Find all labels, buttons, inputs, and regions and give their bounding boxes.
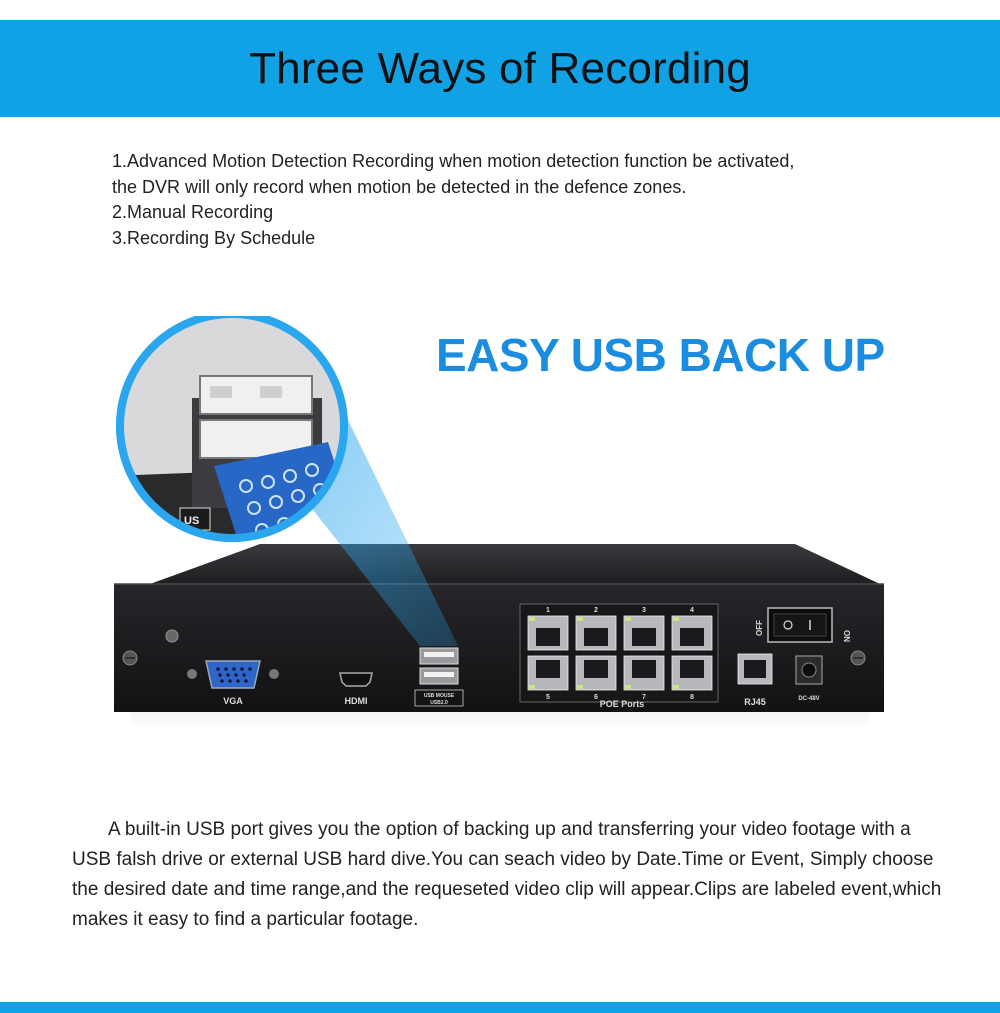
zoom-beam (310, 416, 458, 646)
port-number: 4 (690, 607, 694, 614)
port-number: 1 (546, 607, 550, 614)
poe-label: POE Ports (600, 699, 645, 709)
rj45-label: RJ45 (744, 697, 766, 707)
nvr-product-image: VGA HDMI USB MOUSE USB2.0 1 2 3 (114, 316, 884, 736)
feature-line-3: 2.Manual Recording (112, 202, 274, 222)
screw-icon (122, 650, 138, 666)
usb-backup-headline: EASY USB BACK UP (436, 329, 885, 381)
nvr-front-panel (114, 583, 884, 736)
feature-line-2: the DVR will only record when motion be … (112, 176, 687, 197)
port-number: 2 (594, 607, 598, 614)
usb-backup-description: A built-in USB port gives you the option… (72, 815, 952, 935)
zoom-usb-label: US (184, 515, 199, 527)
vga-label: VGA (223, 696, 243, 706)
port-number: 5 (546, 694, 550, 701)
port-led-icons (529, 617, 679, 689)
rj45-port (737, 653, 773, 685)
usb-port-stack (419, 647, 459, 685)
port-number: 3 (642, 607, 646, 614)
dc-label: DC-48V (798, 696, 819, 702)
power-switch (767, 607, 833, 643)
port-number: 6 (594, 694, 598, 701)
description-paragraph: A built-in USB port gives you the option… (72, 819, 942, 930)
usb-version-label: USB2.0 (430, 700, 448, 706)
vga-port (187, 660, 279, 689)
footer-accent-bar (0, 1002, 1000, 1013)
nvr-top-face (150, 544, 880, 584)
recording-features-list: 1.Advanced Motion Detection Recording wh… (112, 149, 932, 251)
page-title: Three Ways of Recording (249, 43, 751, 93)
off-label: OFF (755, 620, 764, 636)
hdmi-label: HDMI (345, 696, 368, 706)
usb-label: USB MOUSE (424, 693, 455, 699)
port-number: 7 (642, 694, 646, 701)
ethernet-port-openings (536, 628, 704, 678)
usb-zoom-magnifier: US (116, 316, 348, 542)
hdmi-port (339, 672, 373, 687)
screw-icon (850, 650, 866, 666)
feature-line-4: 3.Recording By Schedule (112, 227, 316, 248)
title-banner: Three Ways of Recording (0, 20, 1000, 117)
ground-icon (165, 629, 179, 643)
on-label: ON (842, 630, 851, 642)
port-number: 8 (690, 694, 694, 701)
dc-power-jack (795, 655, 823, 685)
feature-line-1: 1.Advanced Motion Detection Recording wh… (112, 151, 795, 171)
